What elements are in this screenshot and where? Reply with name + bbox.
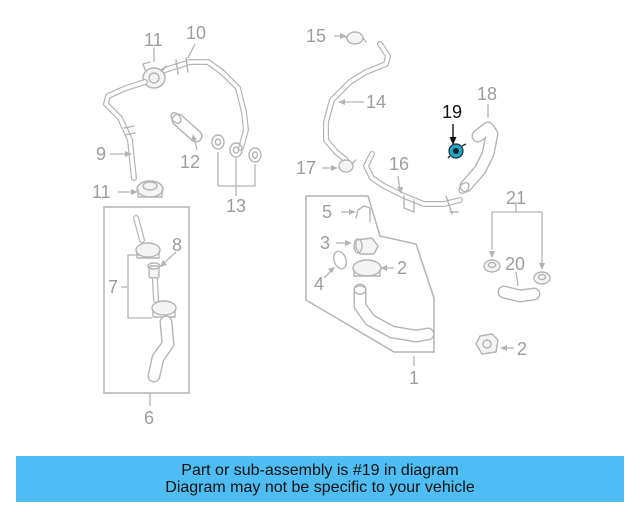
part-3-elbow[interactable]	[353, 237, 379, 255]
callout-16: 16	[389, 154, 409, 174]
part-13-gaskets[interactable]	[211, 134, 262, 163]
callout-5: 5	[322, 202, 332, 222]
part-10-pipe[interactable]	[147, 57, 249, 151]
callout-18: 18	[477, 84, 497, 104]
callout-2-right: 2	[517, 339, 527, 359]
callout-10: 10	[186, 23, 206, 43]
part-14-hose[interactable]	[323, 41, 391, 163]
callout-17: 17	[296, 158, 316, 178]
part-16-pipe[interactable]	[363, 151, 463, 215]
assembly-box-1	[305, 195, 435, 353]
banner-line-2: Diagram may not be specific to your vehi…	[165, 479, 475, 496]
assembly-box-6	[103, 206, 190, 394]
callout-1: 1	[409, 368, 419, 388]
callout-15: 15	[306, 26, 326, 46]
part-5-clip[interactable]	[355, 205, 371, 223]
callout-19-highlighted: 19	[442, 102, 462, 122]
callout-9: 9	[96, 144, 106, 164]
callout-21: 21	[506, 188, 526, 208]
part-9-pipe[interactable]	[103, 79, 148, 181]
callout-8: 8	[172, 235, 182, 255]
callout-12: 12	[180, 152, 200, 172]
leader-lines-center	[322, 33, 415, 366]
callout-11-upper: 11	[144, 30, 163, 50]
callout-4: 4	[314, 274, 324, 294]
banner-line-1: Part or sub-assembly is #19 in diagram	[181, 462, 459, 479]
callout-14: 14	[366, 92, 386, 112]
part-4-o-ring[interactable]	[331, 249, 348, 270]
part-20-hose[interactable]	[497, 285, 541, 303]
part-11-upper-housing[interactable]	[142, 61, 167, 89]
info-banner: Part or sub-assembly is #19 in diagram D…	[16, 456, 624, 502]
callout-7: 7	[108, 277, 118, 297]
arrow-19	[449, 137, 457, 145]
part-12-hose[interactable]	[169, 111, 203, 143]
part-21-clamps[interactable]	[483, 259, 551, 285]
part-6-hose-assembly[interactable]	[133, 215, 177, 383]
part-11-lower-housing[interactable]	[136, 180, 164, 198]
part-2-housing-right[interactable]	[475, 333, 499, 355]
part-19-clamp-highlighted[interactable]	[447, 143, 467, 159]
part-18-hose[interactable]	[457, 121, 499, 195]
parts-diagram: 11 10 9 12 11 13 8 7 6 15 14 17 16 5 3 4…	[92, 23, 551, 428]
part-2-housing-center[interactable]	[352, 259, 382, 277]
part-17-clamp[interactable]	[338, 159, 357, 173]
callout-13: 13	[226, 196, 246, 216]
callout-6: 6	[144, 408, 154, 428]
part-15-clamp[interactable]	[342, 31, 367, 45]
part-1-hose[interactable]	[353, 283, 435, 343]
callout-2-center: 2	[397, 258, 407, 278]
callout-20: 20	[505, 254, 525, 274]
leader-lines-right	[487, 104, 545, 351]
callout-3: 3	[320, 233, 330, 253]
leader-lines-left	[110, 43, 256, 406]
callout-11-lower: 11	[92, 182, 111, 202]
